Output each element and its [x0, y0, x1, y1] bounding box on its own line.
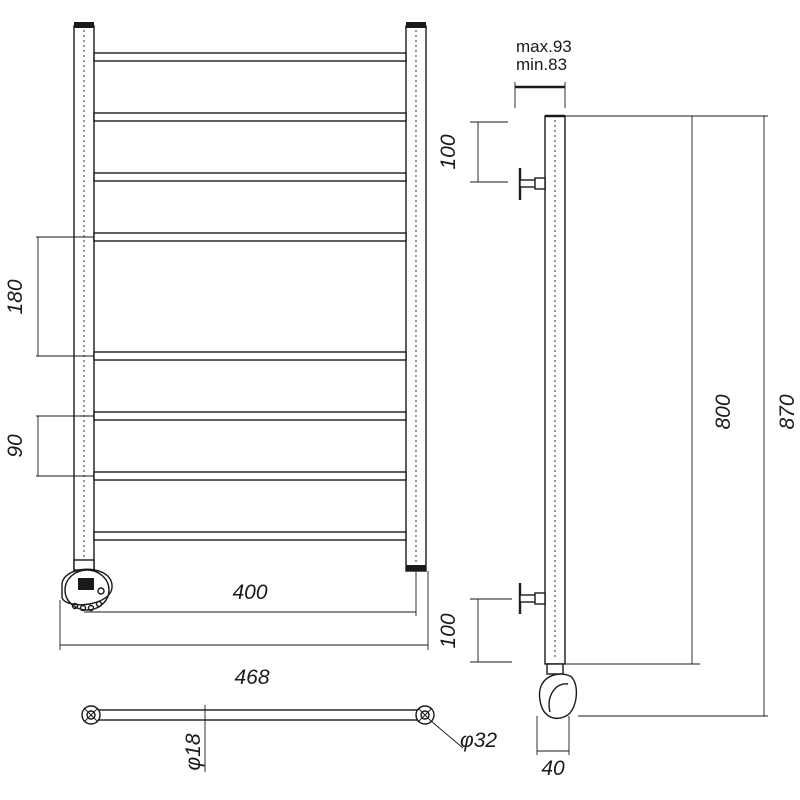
- label-max93: max.93: [516, 37, 572, 56]
- label-800: 800: [712, 394, 735, 429]
- left-upright: [73, 22, 95, 572]
- label-180: 180: [4, 279, 27, 314]
- label-phi18: φ18: [182, 733, 205, 770]
- label-90: 90: [4, 434, 27, 458]
- wall-bracket-icon: [518, 583, 546, 614]
- dim-bracket-bottom: 100: [437, 598, 512, 663]
- label-468: 468: [234, 666, 269, 689]
- heating-element-icon: [61, 559, 113, 612]
- dim-small-rung-spacing: 90: [4, 415, 94, 477]
- rung: [93, 351, 407, 361]
- rung: [93, 172, 407, 182]
- label-100-top: 100: [437, 134, 460, 169]
- dim-depth: 40: [536, 716, 570, 780]
- label-100-bottom: 100: [437, 613, 460, 648]
- dim-tube-diameter: φ18: [182, 705, 206, 772]
- dim-total-width: 468: [59, 571, 429, 689]
- label-400: 400: [232, 581, 267, 604]
- dim-bracket-top: 100: [437, 121, 508, 183]
- front-view: 180 90 400 468: [4, 22, 429, 689]
- label-870: 870: [776, 394, 799, 429]
- top-right-upright: [415, 705, 435, 725]
- wall-bracket-icon: [518, 168, 546, 200]
- side-heating-element-icon: [538, 663, 577, 719]
- side-upright: [544, 114, 566, 665]
- dim-total-height: 870: [578, 115, 799, 717]
- dim-rung-spacing: 180: [4, 236, 94, 357]
- rung: [93, 411, 407, 421]
- rung: [93, 112, 407, 122]
- dim-axis-height: 800: [565, 115, 735, 665]
- top-left-upright: [81, 705, 101, 725]
- right-upright: [405, 22, 427, 572]
- label-min83: min.83: [516, 55, 567, 74]
- dim-axis-width: 400: [84, 571, 417, 616]
- side-view: max.93 min.83 100: [437, 37, 799, 780]
- dim-upright-diameter: φ32: [430, 720, 497, 752]
- rung: [93, 52, 407, 62]
- rung: [93, 232, 407, 242]
- rung: [93, 471, 407, 481]
- top-view: φ18 φ32: [81, 705, 497, 772]
- rung: [93, 531, 407, 541]
- label-40: 40: [541, 757, 565, 780]
- rungs: [93, 52, 407, 541]
- dim-wall-offset: max.93 min.83: [514, 37, 572, 108]
- label-phi32: φ32: [460, 729, 497, 752]
